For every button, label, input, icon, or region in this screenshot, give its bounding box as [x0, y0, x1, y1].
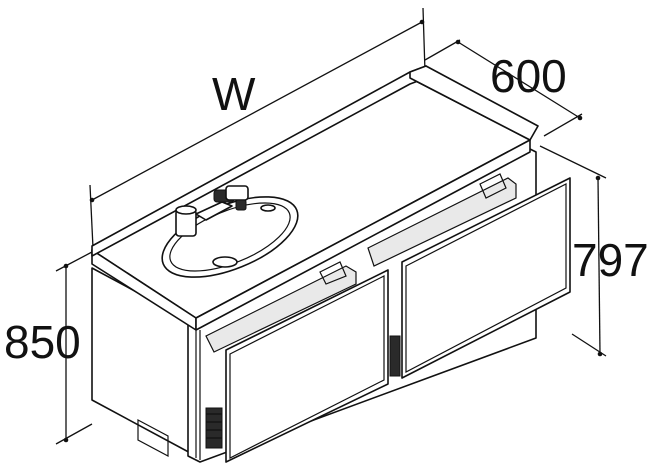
drawer-right[interactable] [389, 177, 571, 379]
counter-height-label: 797 [572, 234, 649, 286]
width-label: W [212, 68, 256, 120]
dimension-depth: 600 [424, 39, 583, 137]
dimension-width: W [89, 7, 426, 249]
dimension-counter-height: 797 [539, 145, 649, 357]
drawer-left[interactable] [205, 269, 389, 463]
inner-drawer-left [205, 261, 357, 353]
height-label: 850 [4, 316, 81, 368]
sink-basin [161, 196, 299, 278]
inner-drawer-right [367, 173, 517, 267]
faucet-icon [175, 185, 276, 237]
dimension-height: 850 [4, 251, 93, 445]
depth-label: 600 [490, 50, 567, 102]
